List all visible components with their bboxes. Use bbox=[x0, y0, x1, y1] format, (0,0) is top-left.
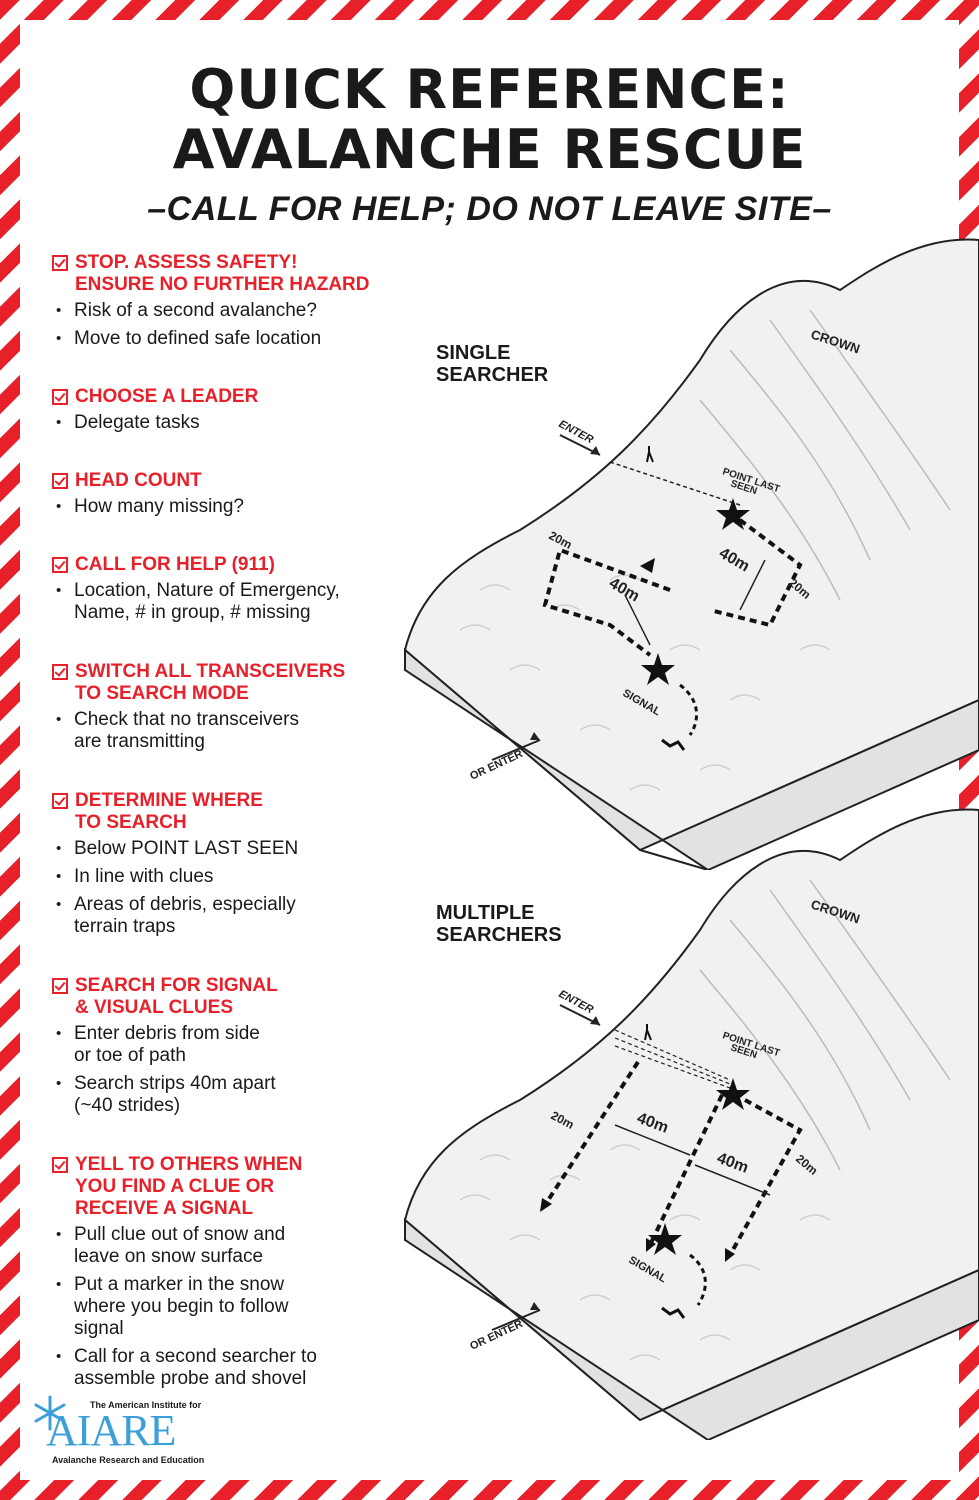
multiple-searchers-diagram: CROWN ENTER POINT LAST SEEN 20m 20m 40m … bbox=[403, 808, 979, 1440]
step-bullet: Move to defined safe location bbox=[52, 328, 412, 350]
step-heading: YELL TO OTHERS WHEN YOU FIND A CLUE OR R… bbox=[75, 1154, 303, 1219]
logo-bottom-text: Avalanche Research and Education bbox=[52, 1455, 205, 1465]
logo-acronym: AIARE bbox=[46, 1406, 176, 1455]
step-stop-assess: STOP. ASSESS SAFETY! ENSURE NO FURTHER H… bbox=[52, 252, 412, 356]
step-call-for-help: CALL FOR HELP (911) Location, Nature of … bbox=[52, 554, 412, 630]
step-bullet: Call for a second searcher to assemble p… bbox=[52, 1346, 412, 1390]
step-bullet: Put a marker in the snow where you begin… bbox=[52, 1274, 412, 1340]
checkbox-icon bbox=[52, 557, 68, 573]
victim-icon bbox=[661, 738, 686, 751]
multiple-searchers-label: MULTIPLE SEARCHERS bbox=[436, 902, 562, 946]
checkbox-icon bbox=[52, 389, 68, 405]
searcher-icon bbox=[644, 1024, 652, 1041]
step-bullet: Risk of a second avalanche? bbox=[52, 300, 412, 322]
snowflake-icon bbox=[34, 1395, 66, 1431]
searcher-icon bbox=[646, 446, 654, 463]
step-bullet: In line with clues bbox=[52, 866, 412, 888]
checkbox-icon bbox=[52, 473, 68, 489]
step-heading: CALL FOR HELP (911) bbox=[75, 554, 275, 575]
step-search-signal: SEARCH FOR SIGNAL & VISUAL CLUES Enter d… bbox=[52, 975, 412, 1123]
checkbox-icon bbox=[52, 978, 68, 994]
step-bullet: Pull clue out of snow and leave on snow … bbox=[52, 1224, 412, 1268]
step-bullet: Areas of debris, especially terrain trap… bbox=[52, 894, 412, 938]
step-bullet: Check that no transceivers are transmitt… bbox=[52, 709, 412, 753]
checkbox-icon bbox=[52, 793, 68, 809]
step-bullet: How many missing? bbox=[52, 496, 412, 518]
checkbox-icon bbox=[52, 664, 68, 680]
step-bullet: Location, Nature of Emergency, Name, # i… bbox=[52, 580, 412, 624]
step-bullet: Below POINT LAST SEEN bbox=[52, 838, 412, 860]
step-head-count: HEAD COUNT How many missing? bbox=[52, 470, 412, 524]
logo-top-text: The American Institute for bbox=[90, 1400, 202, 1410]
point-last-seen-star-icon bbox=[716, 1078, 750, 1110]
step-yell-to-others: YELL TO OTHERS WHEN YOU FIND A CLUE OR R… bbox=[52, 1154, 412, 1396]
step-switch-transceivers: SWITCH ALL TRANSCEIVERS TO SEARCH MODE C… bbox=[52, 661, 412, 759]
step-heading: HEAD COUNT bbox=[75, 470, 202, 491]
step-heading: SWITCH ALL TRANSCEIVERS TO SEARCH MODE bbox=[75, 661, 346, 704]
subtitle: –CALL FOR HELP; DO NOT LEAVE SITE– bbox=[147, 190, 832, 228]
step-heading: CHOOSE A LEADER bbox=[75, 386, 259, 407]
checkbox-icon bbox=[52, 1157, 68, 1173]
step-bullet: Delegate tasks bbox=[52, 412, 412, 434]
signal-star-icon bbox=[641, 653, 675, 685]
step-bullet: Search strips 40m apart (~40 strides) bbox=[52, 1073, 412, 1117]
title-line-1: QUICK REFERENCE: bbox=[189, 58, 790, 121]
point-last-seen-star-icon bbox=[716, 498, 750, 530]
single-searcher-label: SINGLE SEARCHER bbox=[436, 342, 549, 386]
step-heading: STOP. ASSESS SAFETY! ENSURE NO FURTHER H… bbox=[75, 252, 370, 295]
aiare-logo: The American Institute for AIARE Avalanc… bbox=[30, 1395, 220, 1475]
checkbox-icon bbox=[52, 255, 68, 271]
step-heading: SEARCH FOR SIGNAL & VISUAL CLUES bbox=[75, 975, 278, 1018]
step-heading: DETERMINE WHERE TO SEARCH bbox=[75, 790, 263, 833]
or-enter-label: OR ENTER bbox=[468, 748, 525, 783]
single-searcher-diagram: CROWN ENTER POINT LAST SEEN 20m 20m 40m … bbox=[403, 238, 979, 870]
signal-star-icon bbox=[648, 1223, 682, 1255]
title-line-2: AVALANCHE RESCUE bbox=[172, 118, 807, 181]
step-choose-leader: CHOOSE A LEADER Delegate tasks bbox=[52, 386, 412, 440]
step-bullet: Enter debris from side or toe of path bbox=[52, 1023, 412, 1067]
step-determine-where: DETERMINE WHERE TO SEARCH Below POINT LA… bbox=[52, 790, 412, 944]
or-enter-label: OR ENTER bbox=[468, 1318, 525, 1353]
victim-icon bbox=[661, 1306, 686, 1319]
